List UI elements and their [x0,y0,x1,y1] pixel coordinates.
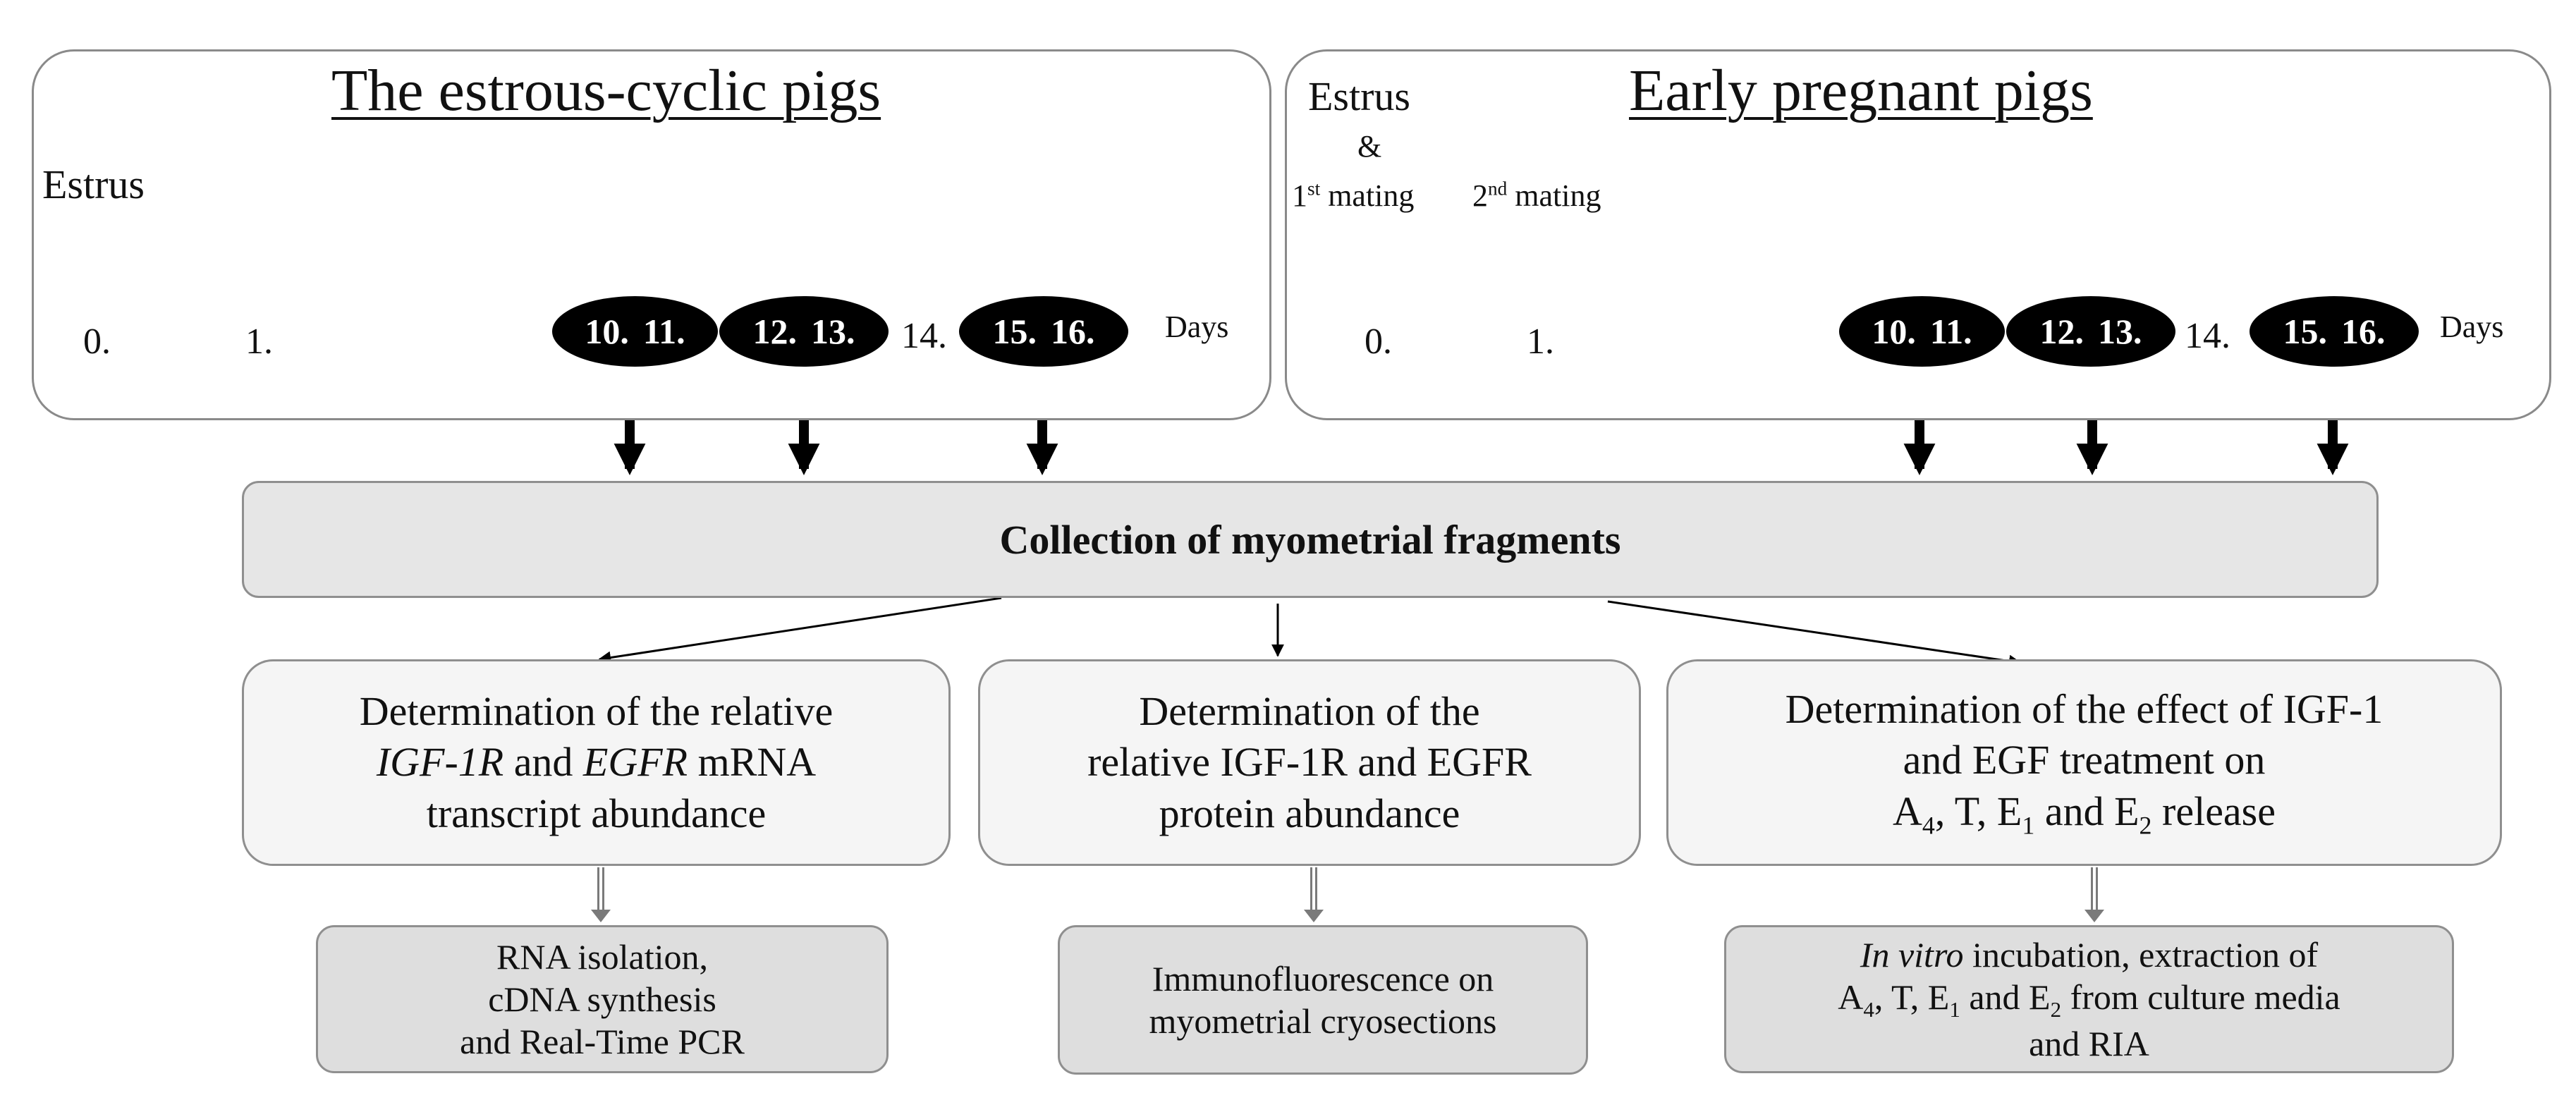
pill-label: 10. [1872,312,1916,351]
task-protein-line2: relative IGF-1R and EGFR [1087,739,1532,786]
pill-label: 12. [2039,312,2084,351]
method-arrows [591,867,2104,922]
task-protein-line3: protein abundance [1159,790,1460,836]
task-mrna-line1: Determination of the relative [359,688,834,734]
left-day-1: 1. [245,322,273,362]
right-second-mating-label: 2nd mating [1472,178,1601,213]
collection-box: Collection of myometrial fragments [242,481,2379,598]
right-day-0: 0. [1365,322,1392,362]
collection-label: Collection of myometrial fragments [999,516,1621,563]
task-box-mrna: Determination of the relative IGF-1R and… [242,659,951,866]
method-box-incubation: In vitro incubation, extraction of A4, T… [1724,925,2454,1073]
left-days-axis-label: Days [1165,310,1229,344]
method-if-line2: myometrial cryosections [1149,1001,1497,1041]
left-estrus-label: Estrus [42,161,145,207]
pill-label: 11. [642,312,685,351]
left-day-0: 0. [83,322,111,362]
right-ampersand-label: & [1357,129,1382,164]
right-day-1: 1. [1527,322,1554,362]
task-steroid-line2: and EGF treatment on [1903,737,2266,783]
pill-label: 13. [811,312,855,351]
pill-label: 16. [2341,312,2386,351]
task-mrna-line2: IGF-1R and EGFR mRNA [376,739,817,786]
task-steroid-line1: Determination of the effect of IGF-1 [1785,685,2383,732]
right-pill-days-10-11: 10. 11. [1839,296,2005,367]
method-if-line1: Immunofluorescence on [1152,959,1494,998]
method-incubation-line1: In vitro incubation, extraction of [1860,934,2319,974]
pill-label: 16. [1051,312,1095,351]
panel-title-estrous-cyclic: The estrous-cyclic pigs [331,58,881,123]
method-arrow-3 [2084,867,2104,922]
task-protein-line1: Determination of the [1139,688,1480,734]
method-rna-line1: RNA isolation, [496,937,709,977]
branch-arrow-left [598,597,1002,664]
pill-label: 15. [992,312,1037,351]
panel-title-early-pregnant: Early pregnant pigs [1629,58,2093,123]
method-box-immunofluorescence: Immunofluorescence on myometrial cryosec… [1058,925,1588,1075]
method-incubation-line3: and RIA [2029,1024,2149,1064]
method-arrow-2 [1304,867,1324,922]
left-pill-days-15-16: 15. 16. [959,296,1128,367]
right-estrus-label: Estrus [1308,73,1410,119]
pill-label: 10. [585,312,629,351]
method-rna-line2: cDNA synthesis [488,979,716,1019]
right-days-axis-label: Days [2440,310,2504,344]
task-box-steroid-release: Determination of the effect of IGF-1 and… [1666,659,2502,866]
right-pill-days-12-13: 12. 13. [2006,296,2175,367]
right-day-14: 14. [2185,316,2230,356]
pill-label: 13. [2098,312,2142,351]
right-pill-days-15-16: 15. 16. [2250,296,2419,367]
pill-label: 11. [1929,312,1972,351]
left-pill-days-10-11: 10. 11. [552,296,718,367]
pill-label: 15. [2283,312,2328,351]
task-steroid-line3: A4, T, E1 and E2 release [1892,788,2276,840]
method-rna-line3: and Real-Time PCR [460,1022,745,1061]
left-day-14: 14. [901,316,947,356]
method-incubation-line2: A4, T, E1 and E2 from culture media [1838,977,2340,1022]
task-box-protein: Determination of the relative IGF-1R and… [978,659,1641,866]
pill-label: 12. [752,312,798,351]
method-arrow-1 [591,867,611,922]
task-mrna-line3: transcript abundance [426,790,767,836]
left-pill-days-12-13: 12. 13. [719,296,889,367]
method-box-rna: RNA isolation, cDNA synthesis and Real-T… [316,925,889,1073]
right-first-mating-label: 1st mating [1292,178,1415,213]
branch-arrows [598,597,2022,668]
branch-arrow-right [1607,600,2022,668]
